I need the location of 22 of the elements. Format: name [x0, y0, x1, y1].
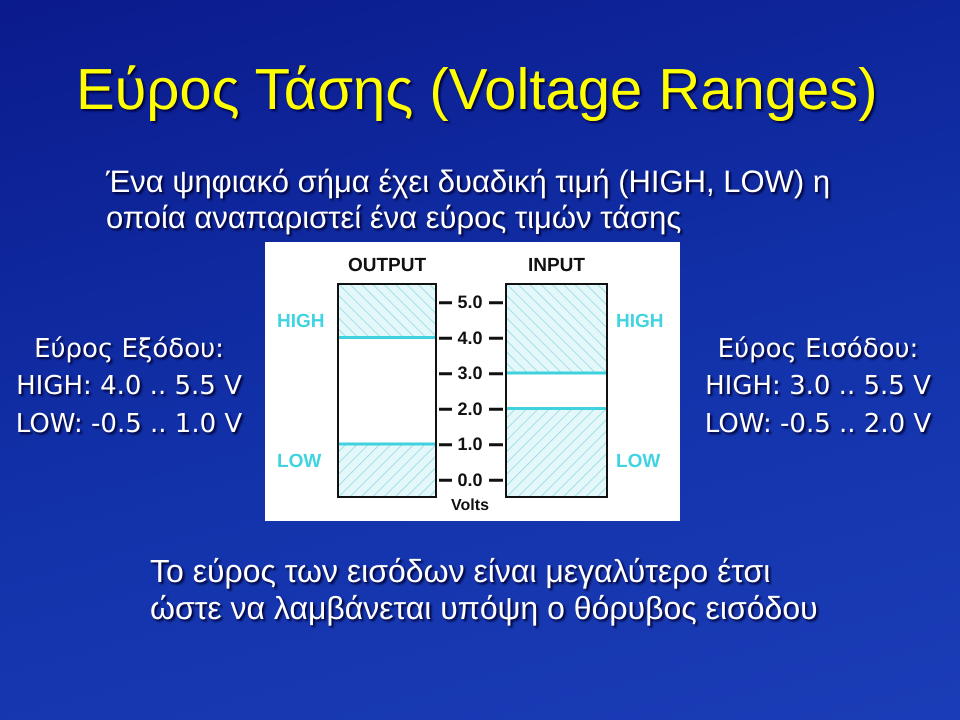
column-heading: OUTPUT — [346, 255, 428, 277]
tick-label: 4.0 — [457, 328, 483, 348]
range-level-label: LOW — [616, 451, 660, 473]
range-heading: Εύρος Εξόδου: — [33, 333, 225, 365]
tick-label: 3.0 — [457, 363, 483, 383]
column-heading: INPUT — [527, 255, 586, 277]
tick-label: 2.0 — [457, 398, 483, 418]
tick-label: 0.0 — [457, 470, 483, 490]
axis-label: Volts — [451, 496, 489, 516]
note-text: Το εύρος των εισόδων είναι μεγαλύτερο έτσι ώστε να λαμβάνεται υπόψη ο θόρυβος εισόδου — [150, 553, 819, 627]
range-value: HIGH: 4.0 .. 5.5 V — [15, 370, 243, 402]
range-value: LOW: -0.5 .. 1.0 V — [14, 408, 244, 440]
range-heading: Εύρος Εισόδου: — [716, 333, 920, 365]
range-level-label: LOW — [277, 451, 322, 473]
tick-label: 1.0 — [457, 434, 483, 454]
range-level-label: HIGH — [616, 311, 664, 333]
tick-label: 5.0 — [457, 292, 483, 312]
slide-title: Εύρος Τάσης (Voltage Ranges) — [76, 56, 878, 124]
range-level-label: HIGH — [277, 311, 324, 333]
intro-text: Ένα ψηφιακό σήμα έχει δυαδική τιμή (HIGH, LOW) η οποία αναπαριστεί ένα εύρος τιμών τάσης — [106, 164, 832, 236]
range-value: HIGH: 3.0 .. 5.5 V — [704, 370, 932, 402]
range-value: LOW: -0.5 .. 2.0 V — [704, 408, 932, 440]
